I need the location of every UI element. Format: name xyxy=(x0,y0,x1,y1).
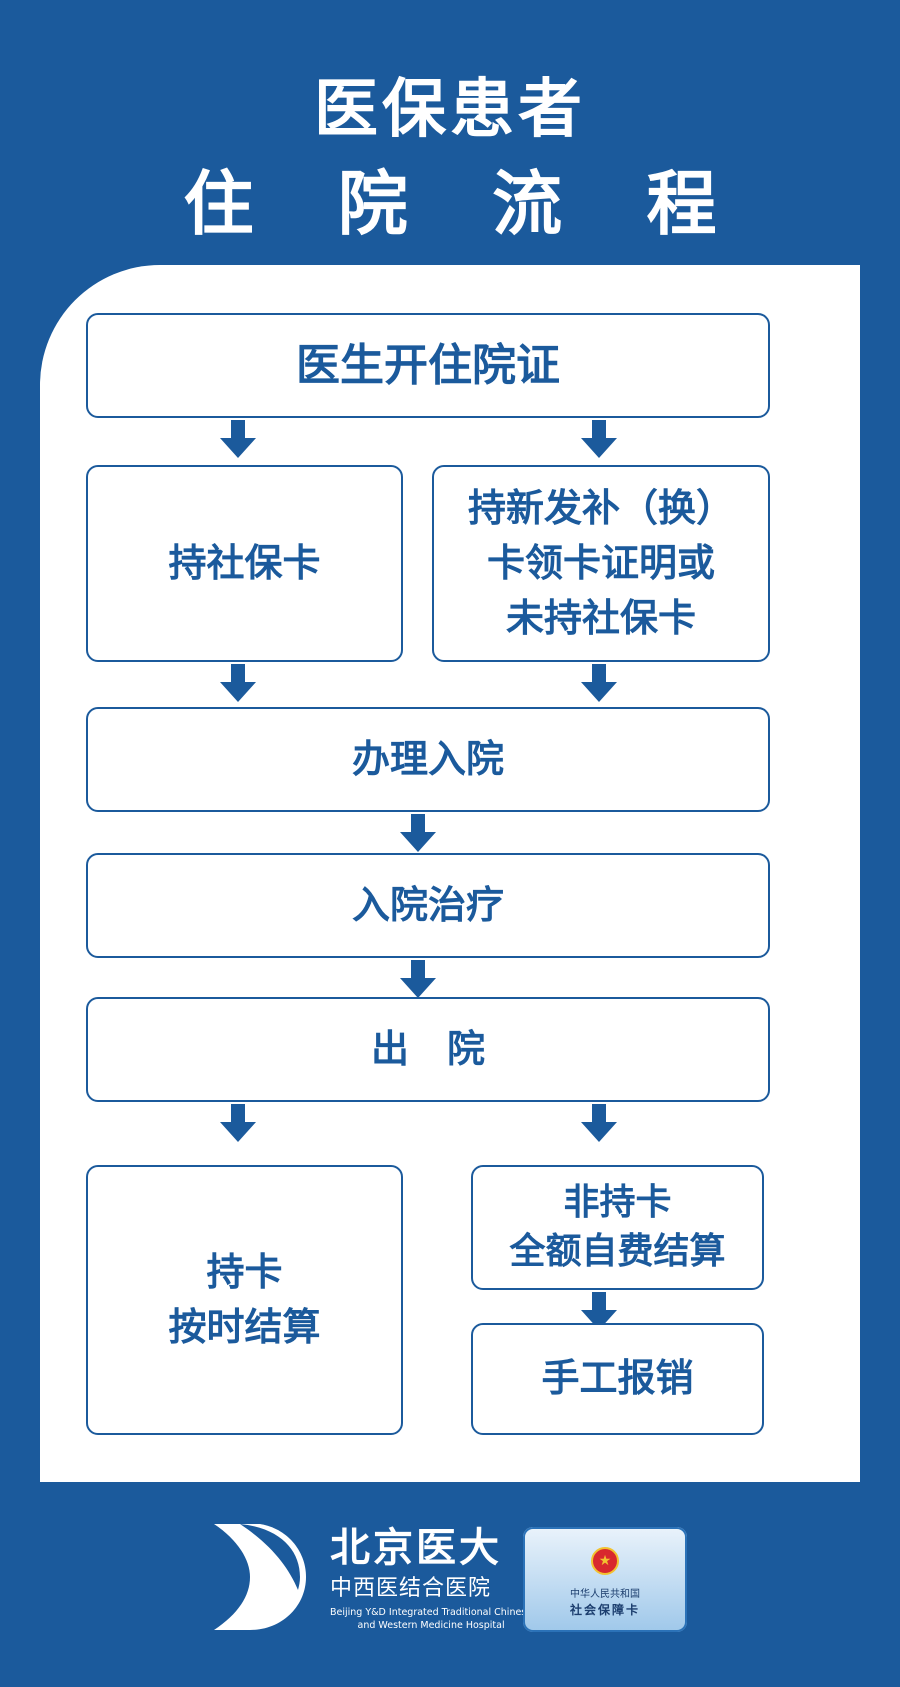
step-doctor-admission-certificate-label: 医生开住院证 xyxy=(296,339,560,391)
arrow-down-icon xyxy=(400,814,436,854)
arrow-down-icon xyxy=(581,420,617,460)
branch-without-card-line-3: 未持社保卡 xyxy=(505,596,696,641)
title-line-1: 医保患者 xyxy=(314,73,586,147)
flowchart-panel: 医生开住院证 持社保卡 持新发补（换） 卡领卡证明或 未持社保卡 办理入院 入院… xyxy=(40,265,860,1482)
arrow-down-icon xyxy=(581,664,617,704)
social-security-card-icon: ★ 中华人民共和国 社会保障卡 xyxy=(523,1527,687,1632)
arrow-down-icon xyxy=(581,1104,617,1144)
branch-without-card-line-1: 持新发补（换） xyxy=(467,485,734,530)
step-discharge-label: 出 院 xyxy=(370,1026,485,1071)
branch-with-card-label: 持社保卡 xyxy=(168,540,321,585)
brand-chinese-name: 北京医大 xyxy=(330,1525,502,1571)
arrow-down-icon xyxy=(400,960,436,1000)
result-self-pay-settlement: 非持卡 全额自费结算 xyxy=(471,1165,764,1290)
brand-english-line-1: Beijing Y&D Integrated Traditional Chine… xyxy=(330,1607,533,1618)
hospital-brand: 北京医大 中西医结合医院 Beijing Y&D Integrated Trad… xyxy=(330,1525,532,1632)
arrow-down-icon xyxy=(220,1104,256,1144)
national-emblem-icon: ★ xyxy=(591,1547,619,1575)
branch-without-card-line-2: 卡领卡证明或 xyxy=(486,540,715,585)
arrow-down-icon xyxy=(220,664,256,704)
step-admission-procedures: 办理入院 xyxy=(86,707,770,812)
result-self-pay-line-1: 非持卡 xyxy=(563,1181,672,1223)
brand-chinese-subname: 中西医结合医院 xyxy=(330,1576,492,1601)
brand-english-name: Beijing Y&D Integrated Traditional Chine… xyxy=(330,1606,532,1632)
result-card-settlement-line-2: 按时结算 xyxy=(168,1305,321,1349)
step-admission-procedures-label: 办理入院 xyxy=(351,736,504,781)
result-card-settlement: 持卡 按时结算 xyxy=(86,1165,403,1435)
card-name-text: 社会保障卡 xyxy=(569,1603,640,1617)
result-card-settlement-line-1: 持卡 xyxy=(206,1249,283,1294)
step-discharge: 出 院 xyxy=(86,997,770,1102)
step-inpatient-treatment: 入院治疗 xyxy=(86,853,770,958)
branch-without-card: 持新发补（换） 卡领卡证明或 未持社保卡 xyxy=(432,465,770,662)
step-inpatient-treatment-label: 入院治疗 xyxy=(351,882,504,927)
hospital-logo-icon xyxy=(214,1524,306,1630)
title-line-2: 住 院 流 程 xyxy=(183,163,747,245)
brand-english-line-2: and Western Medicine Hospital xyxy=(357,1620,505,1631)
result-manual-reimbursement: 手工报销 xyxy=(471,1323,764,1435)
result-manual-reimbursement-label: 手工报销 xyxy=(541,1356,694,1401)
branch-with-social-security-card: 持社保卡 xyxy=(86,465,403,662)
card-country-text: 中华人民共和国 xyxy=(570,1589,640,1600)
arrow-down-icon xyxy=(220,420,256,460)
step-doctor-admission-certificate: 医生开住院证 xyxy=(86,313,770,418)
result-self-pay-line-2: 全额自费结算 xyxy=(509,1230,726,1272)
